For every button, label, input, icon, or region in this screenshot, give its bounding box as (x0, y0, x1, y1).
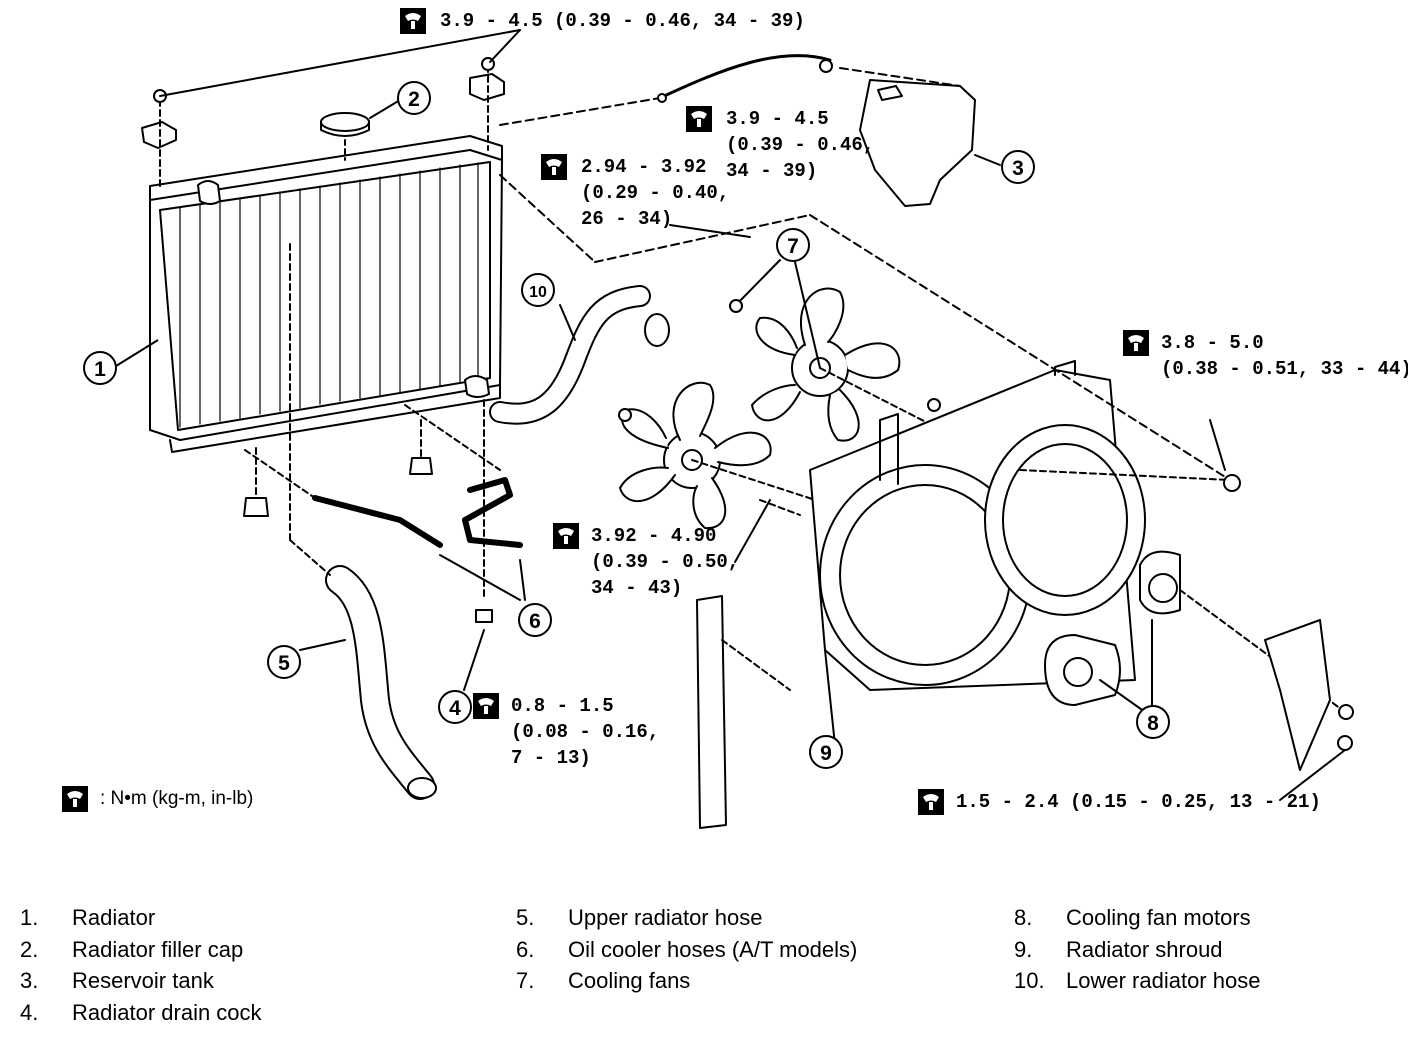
callout-10: 10 (521, 273, 555, 307)
leader-line (594, 214, 811, 263)
units-text: : N•m (kg-m, in-lb) (100, 788, 254, 809)
svg-text:7: 7 (787, 235, 799, 258)
parts-legend: 1.Radiator 2.Radiator filler cap 3.Reser… (20, 905, 1261, 1025)
radiator (141, 57, 505, 517)
leader-line (759, 499, 801, 516)
radiator-shroud (809, 360, 1231, 746)
callout-2: 2 (397, 81, 431, 115)
lower-radiator-hose (489, 285, 670, 425)
svg-text:6: 6 (529, 610, 541, 633)
torque-spec-4: 3.8 - 5.0 (0.38 - 0.51, 33 - 44) (1123, 330, 1408, 382)
svg-text:4: 4 (449, 697, 461, 720)
callout-8: 8 (1136, 705, 1170, 739)
callout-9: 9 (809, 735, 843, 769)
callout-4: 4 (438, 690, 472, 724)
bolt (1223, 474, 1241, 492)
svg-text:2: 2 (408, 88, 420, 111)
callout-7: 7 (776, 228, 810, 262)
leader-line (809, 214, 1231, 481)
callout-5: 5 (267, 645, 301, 679)
callout-3: 3 (1001, 150, 1035, 184)
callouts: 1 2 3 4 5 6 7 8 9 10 (83, 81, 1170, 769)
svg-text:3: 3 (1012, 157, 1024, 180)
torque-wrench-icon (62, 786, 88, 812)
cooling-fan-motors (1044, 550, 1346, 713)
leader-line (1209, 419, 1226, 471)
callout-1: 1 (83, 339, 159, 385)
torque-wrench-icon (400, 8, 426, 34)
bolt (729, 299, 743, 313)
leader-line (499, 174, 596, 263)
cooling-system-exploded-view: 1 2 3 4 5 6 7 8 9 10 (83, 29, 1354, 829)
svg-text:1: 1 (94, 358, 106, 381)
callout-6: 6 (518, 603, 552, 637)
air-guide-panel (696, 595, 791, 829)
torque-spec-3: 2.94 - 3.92 (0.29 - 0.40, 26 - 34) (541, 154, 729, 232)
torque-wrench-icon (541, 154, 567, 180)
bolt (927, 398, 941, 412)
torque-spec-5: 3.92 - 4.90 (0.39 - 0.50, 34 - 43) (553, 523, 739, 601)
torque-wrench-icon (686, 106, 712, 132)
svg-text:5: 5 (278, 652, 290, 675)
bolt (618, 408, 632, 422)
torque-spec-2: 3.9 - 4.5 (0.39 - 0.46, 34 - 39) (686, 106, 874, 184)
leader-line (159, 29, 521, 97)
leader-line (734, 499, 771, 563)
leader-line (489, 29, 521, 63)
torque-spec-6: 0.8 - 1.5 (0.08 - 0.16, 7 - 13) (473, 693, 659, 771)
torque-wrench-icon (918, 789, 944, 815)
leader-line (669, 224, 751, 238)
fan-bracket (1264, 619, 1354, 801)
radiator-filler-cap (320, 99, 401, 161)
torque-spec-7: 1.5 - 2.4 (0.15 - 0.25, 13 - 21) (918, 789, 1321, 815)
torque-wrench-icon (1123, 330, 1149, 356)
svg-text:8: 8 (1147, 712, 1159, 735)
oil-cooler-hoses (244, 399, 526, 691)
reservoir-tank (499, 54, 1001, 207)
torque-wrench-icon (473, 693, 499, 719)
cooling-fan-small (619, 381, 772, 530)
cooling-fan-large (691, 259, 1021, 556)
svg-text:10: 10 (529, 284, 547, 301)
svg-text:9: 9 (820, 742, 832, 765)
torque-wrench-icon (553, 523, 579, 549)
torque-spec-1: 3.9 - 4.5 (0.39 - 0.46, 34 - 39) (400, 8, 805, 34)
upper-radiator-hose (289, 239, 437, 800)
